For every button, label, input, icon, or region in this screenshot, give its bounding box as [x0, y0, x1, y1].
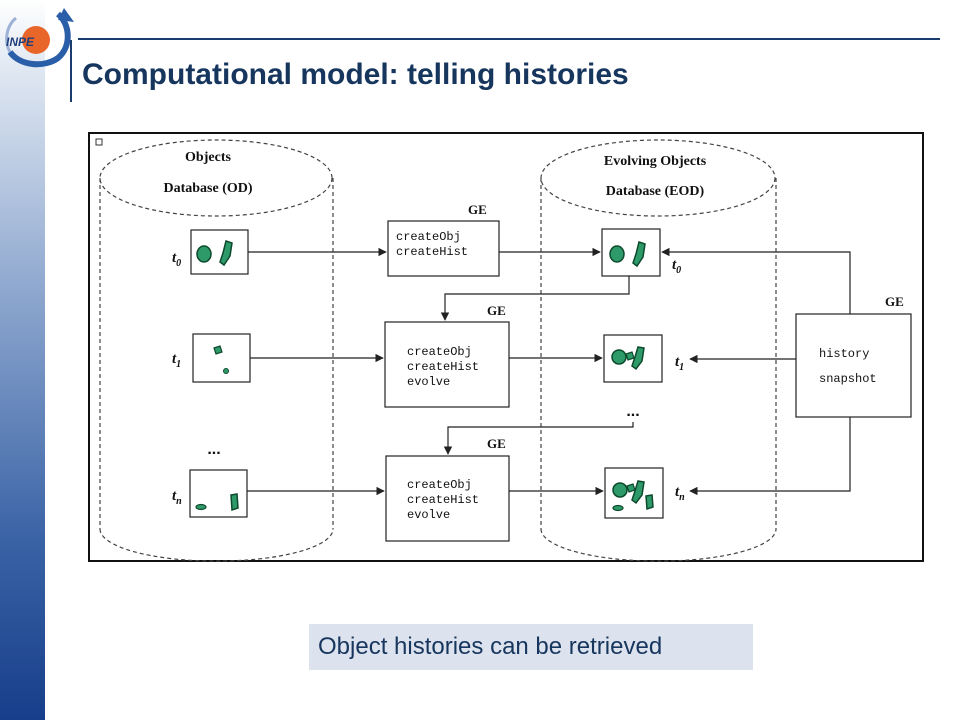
svg-text:createHist: createHist: [396, 245, 468, 259]
od-cylinder: [99, 139, 334, 562]
ge-label-right: GE: [885, 294, 904, 309]
svg-text:evolve: evolve: [407, 375, 450, 389]
od-snapshot-t0: [190, 229, 249, 275]
svg-text:createObj: createObj: [407, 345, 472, 359]
od-title-line2: Database (OD): [163, 181, 252, 196]
eod-snapshot-t1: [603, 334, 663, 383]
svg-text:snapshot: snapshot: [819, 372, 877, 386]
eod-time-label-t1: t1: [675, 354, 684, 373]
od-time-label-t0: t0: [172, 250, 181, 269]
eod-snapshot-tn: [604, 467, 664, 519]
caption-box: Object histories can be retrieved: [309, 624, 753, 670]
header-rule-vertical: [70, 40, 72, 102]
process-box-2: createObj createHist evolve: [384, 321, 510, 408]
process-box-1: createObj createHist: [387, 220, 500, 277]
od-title-line1: Objects: [185, 150, 231, 165]
ge-label-3: GE: [487, 436, 506, 451]
eod-title-line1: Evolving Objects: [604, 154, 707, 169]
eod-time-label-t0: t0: [672, 257, 681, 276]
diagram-svg: Objects Database (OD) Evolving Objects D…: [95, 138, 912, 562]
od-ellipsis: ...: [207, 441, 220, 458]
side-gradient-bar: [0, 0, 45, 720]
inpe-logo: INPE: [5, 8, 74, 68]
logo-text: INPE: [6, 35, 35, 49]
svg-text:createHist: createHist: [407, 493, 479, 507]
svg-text:createObj: createObj: [407, 478, 472, 492]
svg-text:createHist: createHist: [407, 360, 479, 374]
flow-arrows: [247, 247, 851, 496]
corner-marker: [95, 138, 103, 146]
svg-text:createObj: createObj: [396, 230, 461, 244]
header-rule: [78, 38, 940, 40]
process-box-3: createObj createHist evolve: [385, 455, 510, 542]
eod-time-label-tn: tn: [675, 484, 685, 503]
od-snapshot-t1: [192, 333, 251, 383]
history-diagram: Objects Database (OD) Evolving Objects D…: [88, 132, 924, 562]
slide-title: Computational model: telling histories: [82, 58, 629, 91]
eod-snapshot-t0: [601, 228, 661, 277]
svg-text:history: history: [819, 347, 869, 361]
od-snapshot-tn: [189, 469, 248, 518]
od-time-label-t1: t1: [172, 351, 181, 370]
ge-label-2: GE: [487, 303, 506, 318]
eod-cylinder: [540, 139, 777, 562]
ge-label-1: GE: [468, 202, 487, 217]
history-snapshot-box: history snapshot: [795, 313, 912, 418]
od-time-label-tn: tn: [172, 488, 182, 507]
eod-title-line2: Database (EOD): [606, 184, 705, 199]
svg-text:evolve: evolve: [407, 508, 450, 522]
eod-ellipsis: ...: [626, 403, 639, 420]
